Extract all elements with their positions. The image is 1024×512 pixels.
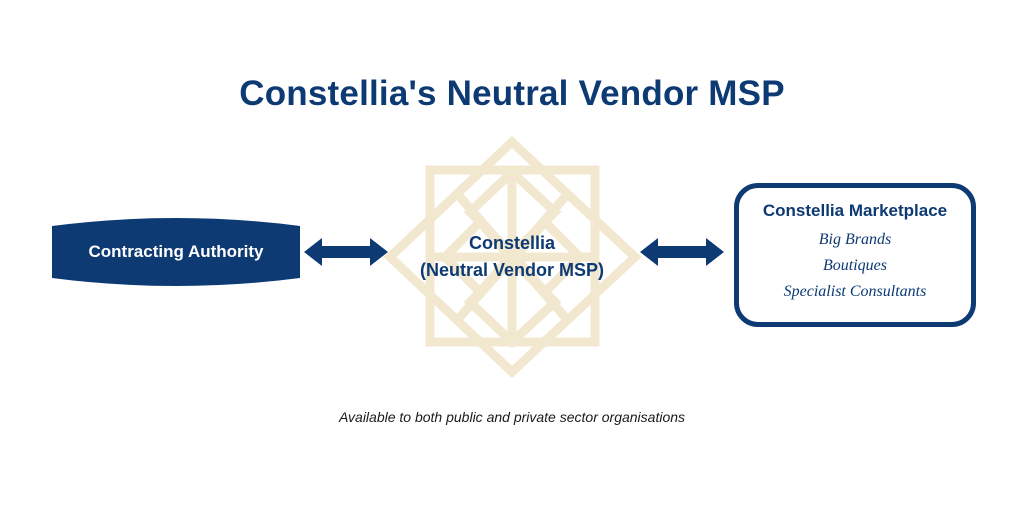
constellia-marketplace-node: Constellia Marketplace Big Brands Boutiq… (734, 183, 976, 327)
constellia-logo-icon (383, 135, 642, 379)
marketplace-title: Constellia Marketplace (762, 201, 948, 220)
contracting-authority-label: Contracting Authority (88, 242, 264, 261)
left-double-arrow-icon (304, 238, 388, 266)
footnote: Available to both public and private sec… (338, 409, 686, 425)
marketplace-item: Big Brands (818, 231, 892, 248)
marketplace-item: Boutiques (823, 257, 887, 274)
contracting-authority-shape (52, 218, 300, 286)
constellia-node-title: Constellia (468, 233, 556, 253)
constellia-node-subtitle: (Neutral Vendor MSP) (419, 260, 605, 280)
right-double-arrow-icon (640, 238, 724, 266)
page-title: Constellia's Neutral Vendor MSP (239, 74, 785, 113)
contracting-authority-node: Contracting Authority (52, 216, 300, 288)
marketplace-list: Big Brands Boutiques Specialist Consulta… (739, 227, 971, 305)
marketplace-item: Specialist Consultants (783, 283, 927, 300)
constellia-node: Constellia (Neutral Vendor MSP) (395, 230, 629, 284)
